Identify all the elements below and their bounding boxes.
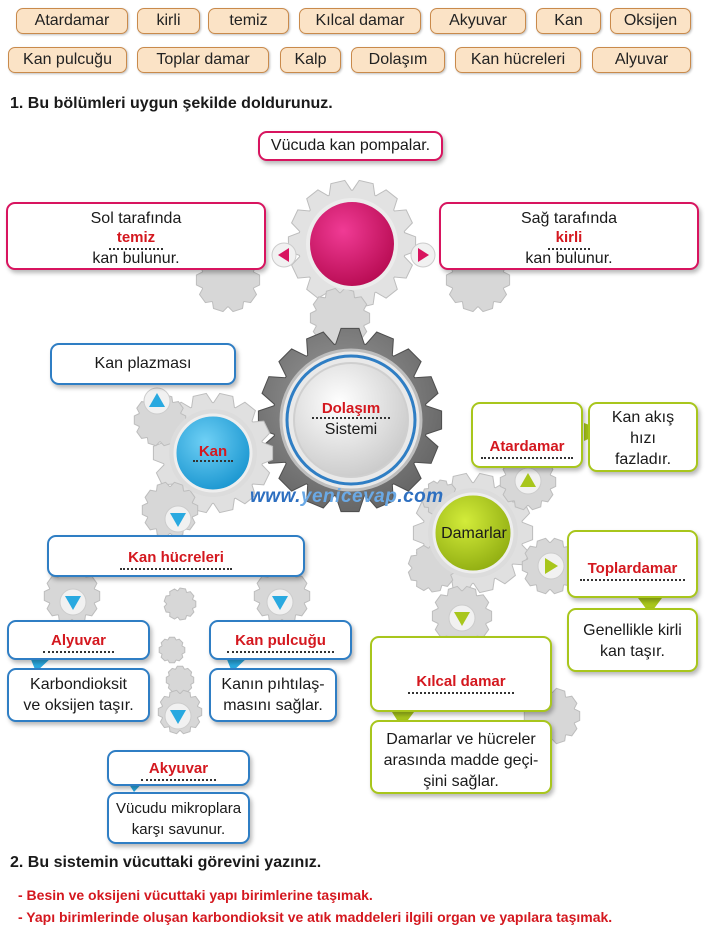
answer-field[interactable]: Kan pulcuğu: [227, 630, 334, 653]
question-number: 2.: [10, 854, 24, 871]
question-number: 1.: [10, 95, 24, 112]
answer-field[interactable]: kirli: [547, 227, 591, 250]
answer-field[interactable]: Kan: [192, 443, 234, 462]
answer-field[interactable]: Kan hücreleri: [120, 547, 232, 570]
desc-line: Kanın pıhtılaş-: [221, 676, 325, 693]
heart-left-line2: kan bulunur.: [92, 250, 180, 267]
word-chip: Oksijen: [610, 8, 691, 34]
heart-function-text: Vücuda kan pompalar.: [270, 137, 431, 154]
heart-left-line1: Sol tarafında: [90, 210, 182, 227]
answer-field[interactable]: Kılcal damar: [408, 671, 514, 694]
word-chip: Dolaşım: [351, 47, 445, 73]
question-1: 1. Bu bölümleri uygun şekilde doldurunuz…: [10, 95, 333, 113]
answer-field[interactable]: Toplardamar: [579, 558, 686, 581]
answer-field[interactable]: temiz: [108, 227, 164, 250]
desc-line: karşı savunur.: [131, 821, 226, 838]
circulation-label: Dolaşım Sistemi: [296, 400, 406, 439]
gear-shape: [163, 587, 197, 621]
desc-line: kan taşır.: [600, 643, 665, 660]
artery-desc-box: Kan akış hızı fazladır.: [588, 402, 698, 472]
artery-box: Atardamar: [471, 402, 583, 468]
capillary-box: Kılcal damar: [370, 636, 552, 712]
word-chip: Alyuvar: [592, 47, 691, 73]
answer-line-2: - Yapı birimlerinde oluşan karbondioksit…: [18, 909, 613, 925]
heart-circle: [306, 198, 398, 290]
heart-left-box: Sol tarafında temiz kan bulunur.: [6, 202, 266, 270]
answer-field[interactable]: Dolaşım: [311, 400, 391, 419]
desc-line: hızı: [630, 430, 656, 447]
answer-line-1: - Besin ve oksijeni vücuttaki yapı birim…: [18, 887, 373, 903]
capillary-desc-box: Damarlar ve hücreler arasında madde geçi…: [370, 720, 552, 794]
vessels-label: Damarlar: [441, 525, 507, 542]
word-chip: Akyuvar: [430, 8, 526, 34]
plasma-box: Kan plazması: [50, 343, 236, 385]
vein-box: Toplardamar: [567, 530, 698, 598]
circulation-circle: [293, 362, 409, 478]
system-word: Sistemi: [324, 421, 378, 438]
word-chip: Atardamar: [16, 8, 128, 34]
answer-field[interactable]: Atardamar: [481, 436, 573, 459]
word-chip: Kalp: [280, 47, 341, 73]
blood-label: Kan: [183, 443, 243, 462]
desc-line: fazladır.: [614, 451, 672, 468]
blood-circle: [173, 413, 253, 493]
question-2: 2. Bu sistemin vücuttaki görevini yazını…: [10, 854, 321, 872]
akyuvar-box: Akyuvar: [107, 750, 250, 786]
desc-line: Kan akış: [611, 409, 675, 426]
vessels-circle: [432, 492, 514, 574]
gear-shape: [158, 636, 186, 664]
heart-right-line2: kan bulunur.: [525, 250, 613, 267]
word-chip: Kan pulcuğu: [8, 47, 127, 73]
alyuvar-desc-box: Karbondioksit ve oksijen taşır.: [7, 668, 150, 722]
word-chip: temiz: [208, 8, 289, 34]
desc-line: Karbondioksit: [30, 676, 127, 693]
desc-line: ve oksijen taşır.: [23, 697, 134, 714]
gear-shape: [165, 665, 195, 695]
word-chip: kirli: [137, 8, 200, 34]
pulcuk-desc-box: Kanın pıhtılaş- masını sağlar.: [209, 668, 337, 722]
blood-cells-box: Kan hücreleri: [47, 535, 305, 577]
word-chip: Kılcal damar: [299, 8, 421, 34]
watermark: www.yenicevap.com: [250, 486, 444, 507]
heart-top-box: Vücuda kan pompalar.: [258, 131, 443, 161]
heart-right-line1: Sağ tarafında: [520, 210, 618, 227]
akyuvar-desc-box: Vücudu mikroplara karşı savunur.: [107, 792, 250, 844]
heart-right-box: Sağ tarafında kirli kan bulunur.: [439, 202, 699, 270]
desc-line: Vücudu mikroplara: [115, 800, 242, 817]
word-chip: Kan hücreleri: [455, 47, 581, 73]
desc-line: masını sağlar.: [223, 697, 323, 714]
desc-line: arasında madde geçi-: [383, 752, 539, 769]
word-chip: Kan: [536, 8, 601, 34]
plasma-text: Kan plazması: [94, 355, 192, 372]
question-text: Bu sistemin vücuttaki görevini yazınız.: [27, 854, 322, 871]
vein-desc-box: Genellikle kirli kan taşır.: [567, 608, 698, 672]
answer-field[interactable]: Alyuvar: [42, 630, 115, 653]
word-chip: Toplar damar: [137, 47, 269, 73]
question-text: Bu bölümleri uygun şekilde doldurunuz.: [27, 95, 333, 112]
alyuvar-box: Alyuvar: [7, 620, 150, 660]
answer-field[interactable]: Akyuvar: [140, 758, 217, 781]
arrow-badges: [59, 242, 565, 730]
desc-line: Genellikle kirli: [583, 622, 682, 639]
desc-line: şini sağlar.: [423, 773, 499, 790]
pulcuk-box: Kan pulcuğu: [209, 620, 352, 660]
desc-line: Damarlar ve hücreler: [386, 731, 536, 748]
